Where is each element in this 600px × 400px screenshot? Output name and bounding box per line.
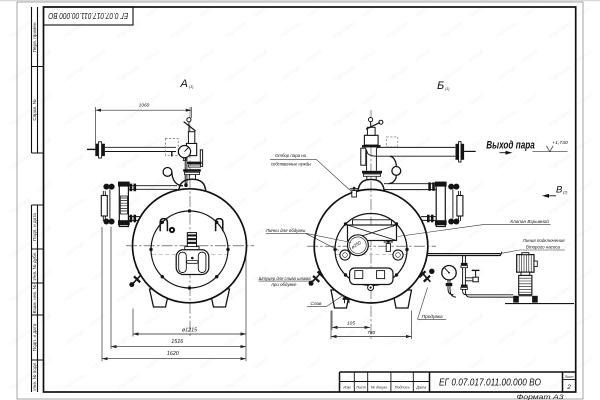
svg-text:В: В: [556, 184, 563, 195]
svg-text:Клапан Взрывной: Клапан Взрывной: [510, 218, 549, 224]
svg-text:1060: 1060: [139, 102, 150, 108]
svg-text:Лист: Лист: [355, 386, 366, 390]
svg-text:Взам. инв. №: Взам. инв. №: [32, 284, 37, 313]
svg-text:Инв. № дубл.: Инв. № дубл.: [32, 251, 37, 280]
svg-text:Справ. №: Справ. №: [32, 99, 37, 120]
svg-text:Перв. примен.: Перв. примен.: [32, 21, 37, 52]
svg-text:Штуцер для слива шлама: Штуцер для слива шлама: [259, 276, 311, 281]
svg-text:Второго насоса: Второго насоса: [526, 245, 560, 250]
svg-text:+1,730: +1,730: [552, 140, 568, 145]
svg-text:А: А: [180, 78, 188, 90]
svg-text:(1): (1): [189, 85, 193, 89]
svg-text:Инв. № подл.: Инв. № подл.: [32, 361, 37, 390]
svg-text:ЕГ 0.07.017.011.00.000 ВО: ЕГ 0.07.017.011.00.000 ВО: [439, 377, 541, 389]
svg-text:Подп. и дата: Подп. и дата: [32, 323, 37, 351]
svg-text:ЕГ 0.07.017.011.00.000 ВО: ЕГ 0.07.017.011.00.000 ВО: [48, 11, 128, 20]
svg-text:Отбор пара на: Отбор пара на: [275, 153, 306, 158]
svg-text:Продувка: Продувка: [422, 314, 443, 319]
svg-text:Лист: Лист: [564, 375, 574, 379]
svg-text:Б: Б: [437, 80, 444, 92]
svg-text:ø250: ø250: [350, 240, 362, 250]
svg-text:Подпись: Подпись: [395, 386, 410, 390]
svg-text:Лючки для обдувки: Лючки для обдувки: [265, 228, 306, 233]
svg-text:105: 105: [347, 321, 355, 327]
svg-text:(1): (1): [445, 87, 449, 91]
svg-text:при обдувке: при обдувке: [272, 282, 297, 287]
svg-text:№ докум.: № докум.: [371, 386, 388, 390]
svg-text:Дата: Дата: [415, 386, 426, 390]
svg-text:Линия подключения: Линия подключения: [522, 238, 566, 243]
svg-text:(2): (2): [563, 190, 567, 194]
svg-text:ø1215: ø1215: [182, 328, 198, 334]
svg-text:собственные нужды: собственные нужды: [271, 161, 312, 166]
svg-text:Формат А3: Формат А3: [517, 394, 564, 400]
svg-text:2: 2: [566, 384, 571, 391]
svg-text:Выход пара: Выход пара: [486, 140, 535, 152]
svg-text:Слив: Слив: [311, 301, 323, 306]
svg-text:Изм: Изм: [343, 386, 350, 390]
svg-text:Подп. и дата: Подп. и дата: [32, 213, 37, 241]
svg-text:1620: 1620: [167, 351, 179, 357]
svg-text:1516: 1516: [171, 339, 183, 345]
svg-text:780: 780: [367, 330, 375, 336]
